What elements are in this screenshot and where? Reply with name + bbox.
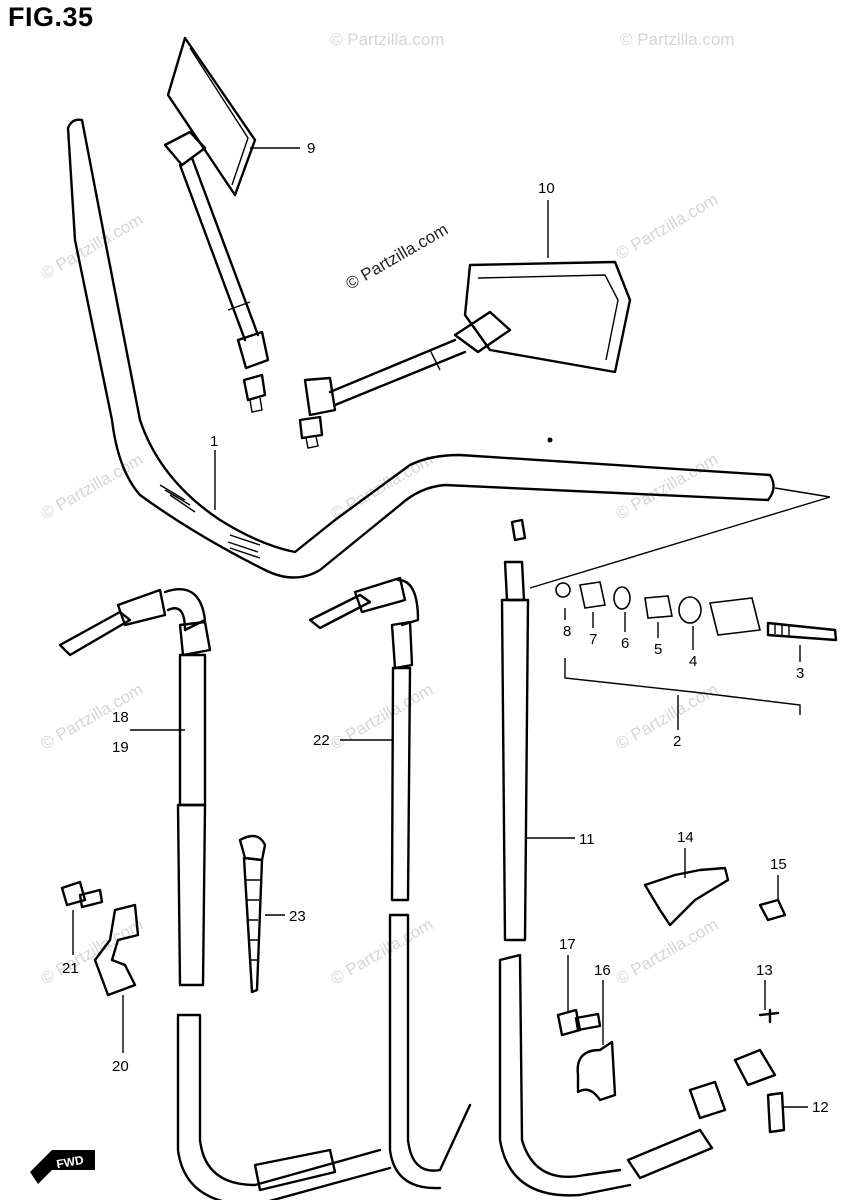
callout-23: 23 — [289, 908, 306, 925]
callout-3: 3 — [796, 665, 804, 682]
callout-22: 22 — [313, 732, 330, 749]
callout-5: 5 — [654, 641, 662, 658]
callout-19: 19 — [112, 739, 129, 756]
watermark: © Partzilla.com — [330, 30, 445, 49]
bracket-14-15 — [643, 866, 787, 927]
callout-20: 20 — [112, 1058, 129, 1075]
callout-1: 1 — [210, 433, 218, 450]
callout-18: 18 — [112, 709, 129, 726]
watermark: © Partzilla.com — [328, 915, 437, 989]
callout-13: 13 — [756, 962, 773, 979]
callout-16: 16 — [594, 962, 611, 979]
pin-12-13 — [758, 1008, 786, 1134]
cable-tie-23 — [238, 834, 267, 994]
watermark: © Partzilla.com — [620, 30, 735, 49]
fwd-arrow-icon: FWD — [30, 1150, 95, 1184]
callout-6: 6 — [621, 635, 629, 652]
callout-labels: 9 10 1 8 7 6 5 4 3 2 18 19 22 11 23 21 2… — [62, 140, 829, 1116]
watermark: © Partzilla.com — [613, 680, 722, 754]
watermark: © Partzilla.com — [38, 450, 147, 524]
callout-2: 2 — [673, 733, 681, 750]
callout-8: 8 — [563, 623, 571, 640]
watermark: © Partzilla.com — [613, 190, 722, 264]
cable-22 — [308, 576, 472, 1190]
callout-17: 17 — [559, 936, 576, 953]
callout-11: 11 — [579, 831, 595, 848]
watermark: © Partzilla.com — [38, 210, 147, 284]
watermark-center: © Partzilla.com — [343, 220, 452, 294]
callout-15: 15 — [770, 856, 787, 873]
clamp-16-17 — [556, 1008, 617, 1102]
cable-18-19 — [58, 588, 392, 1200]
connector-line — [529, 487, 831, 589]
mirror-left — [163, 36, 270, 413]
callout-9: 9 — [307, 140, 315, 157]
handlebar — [66, 118, 775, 579]
callout-21: 21 — [62, 960, 79, 977]
watermark: © Partzilla.com — [613, 450, 722, 524]
callout-7: 7 — [589, 631, 597, 648]
clamp-20-21 — [60, 880, 140, 997]
cable-11 — [498, 518, 777, 1197]
watermark: © Partzilla.com — [38, 680, 147, 754]
callout-14: 14 — [677, 829, 694, 846]
leader-lines — [72, 147, 808, 1108]
mirror-right — [298, 260, 632, 449]
watermark: © Partzilla.com — [613, 915, 722, 989]
bar-end-parts — [555, 581, 838, 642]
watermark: © Partzilla.com — [328, 680, 437, 754]
watermark-layer: © Partzilla.com © Partzilla.com © Partzi… — [38, 30, 735, 988]
callout-10: 10 — [538, 180, 555, 197]
figure-title: FIG.35 — [8, 2, 94, 32]
fwd-label: FWD — [55, 1153, 85, 1172]
callout-12: 12 — [812, 1099, 829, 1116]
callout-4: 4 — [689, 653, 697, 670]
